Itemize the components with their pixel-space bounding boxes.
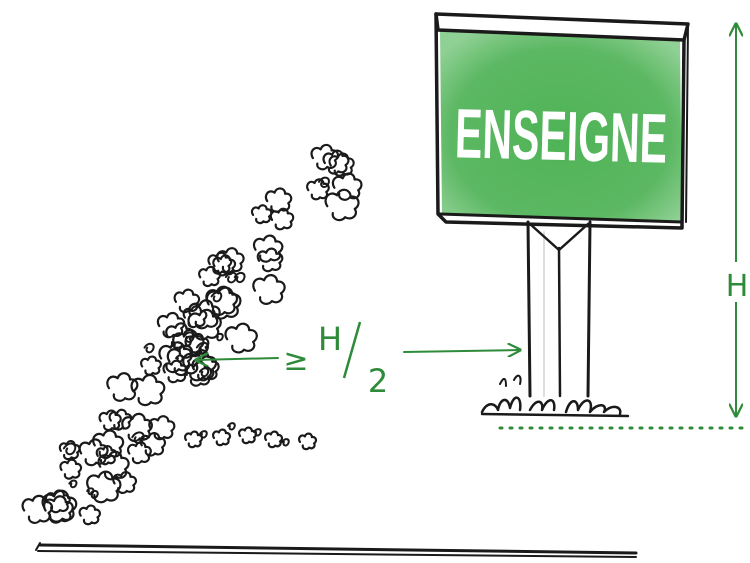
distance-dimension: ≥ H 2 [196,320,520,400]
small-shrub [183,422,318,451]
sign-post [526,220,592,398]
distance-denominator: 2 [368,362,388,400]
distance-operator: ≥ [283,343,308,378]
sign-panel: ENSEIGNE [434,12,690,230]
hedge [21,143,363,526]
distance-numerator: H [318,320,342,358]
height-label: H [726,269,749,304]
sign-label: ENSEIGNE [454,94,668,178]
grass-tuft [480,374,630,418]
ground-line [35,542,638,558]
fraction-slash [342,321,362,379]
height-dimension: H [498,24,750,430]
